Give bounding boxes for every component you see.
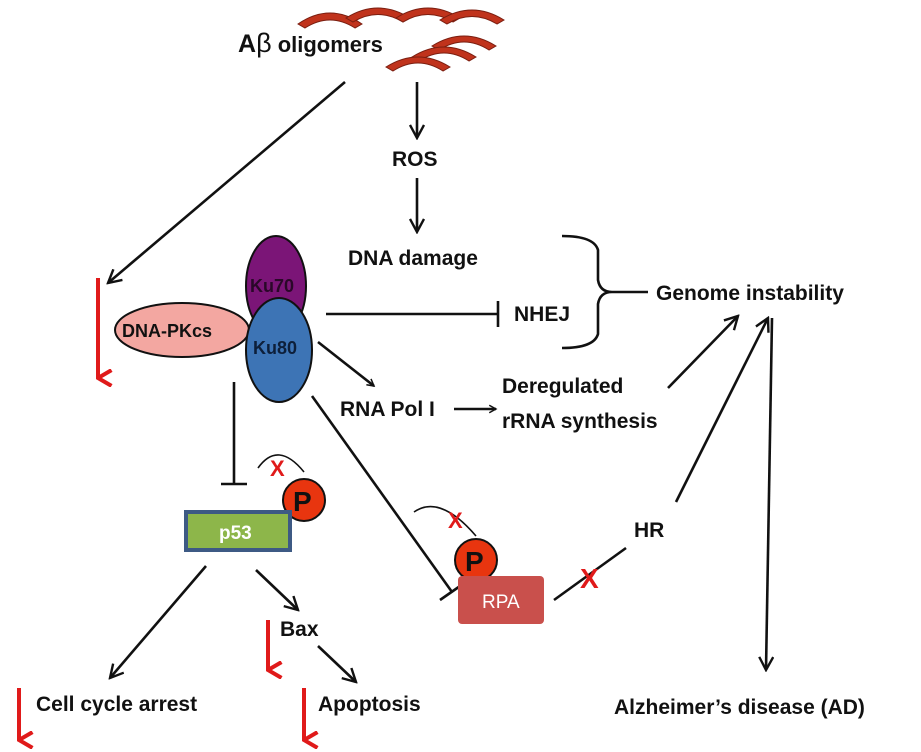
- p53-label: p53: [219, 523, 252, 544]
- arrow-bax-to-apoptosis: [317, 645, 356, 682]
- ros-label: ROS: [392, 148, 438, 171]
- apoptosis-label: Apoptosis: [318, 693, 421, 716]
- genome-instability-label: Genome instability: [656, 282, 844, 305]
- ku80-label: Ku80: [253, 338, 297, 358]
- cell-cycle-label: Cell cycle arrest: [36, 693, 197, 716]
- dna-damage-label: DNA damage: [348, 247, 478, 270]
- deregulated-label-line1: Deregulated: [502, 375, 623, 398]
- dna-pk-complex: [114, 235, 313, 403]
- oligomer-icon: [297, 7, 505, 72]
- ku80-ellipse: [245, 297, 313, 403]
- x-mark-rpa: X: [448, 508, 463, 533]
- arrow-rrna-to-genome: [667, 316, 738, 389]
- phospho-p53-label: P: [293, 486, 312, 517]
- nhej-label: NHEJ: [514, 303, 570, 326]
- phospho-curve-rpa: [413, 505, 477, 537]
- rna-pol-label: RNA Pol I: [340, 398, 435, 421]
- arrow-ku-to-rnapol: [317, 340, 374, 388]
- phospho-circle-p53: [282, 478, 326, 522]
- arrow-p53-to-bax: [255, 569, 298, 610]
- deregulated-label-line2: rRNA synthesis: [502, 410, 658, 433]
- arrow-genome-to-ad: [766, 317, 772, 670]
- rpa-box: [458, 576, 544, 624]
- x-mark-hr: X: [580, 563, 599, 594]
- ad-label: Alzheimer’s disease (AD): [614, 696, 865, 719]
- bax-label: Bax: [280, 618, 319, 641]
- abeta-oligomers-label: Aβ oligomers: [238, 28, 383, 58]
- arrow-hr-to-genome: [674, 318, 768, 503]
- arrow-abeta-to-dnapk: [108, 81, 346, 283]
- inhibit-line-rpa: [310, 395, 454, 593]
- arrow-p53-to-cellcycle: [110, 565, 207, 678]
- phospho-curve-p53: [257, 454, 305, 473]
- phospho-rpa-label: P: [465, 546, 484, 577]
- dna-pkcs-label: DNA-PKcs: [122, 321, 212, 341]
- rpa-label: RPA: [482, 592, 520, 613]
- ku70-label: Ku70: [250, 276, 294, 296]
- hr-label: HR: [634, 519, 664, 542]
- x-mark-p53: X: [270, 456, 285, 481]
- bracket: [561, 234, 613, 350]
- p53-box: [184, 510, 292, 552]
- line-rpa-to-hr: [553, 546, 627, 602]
